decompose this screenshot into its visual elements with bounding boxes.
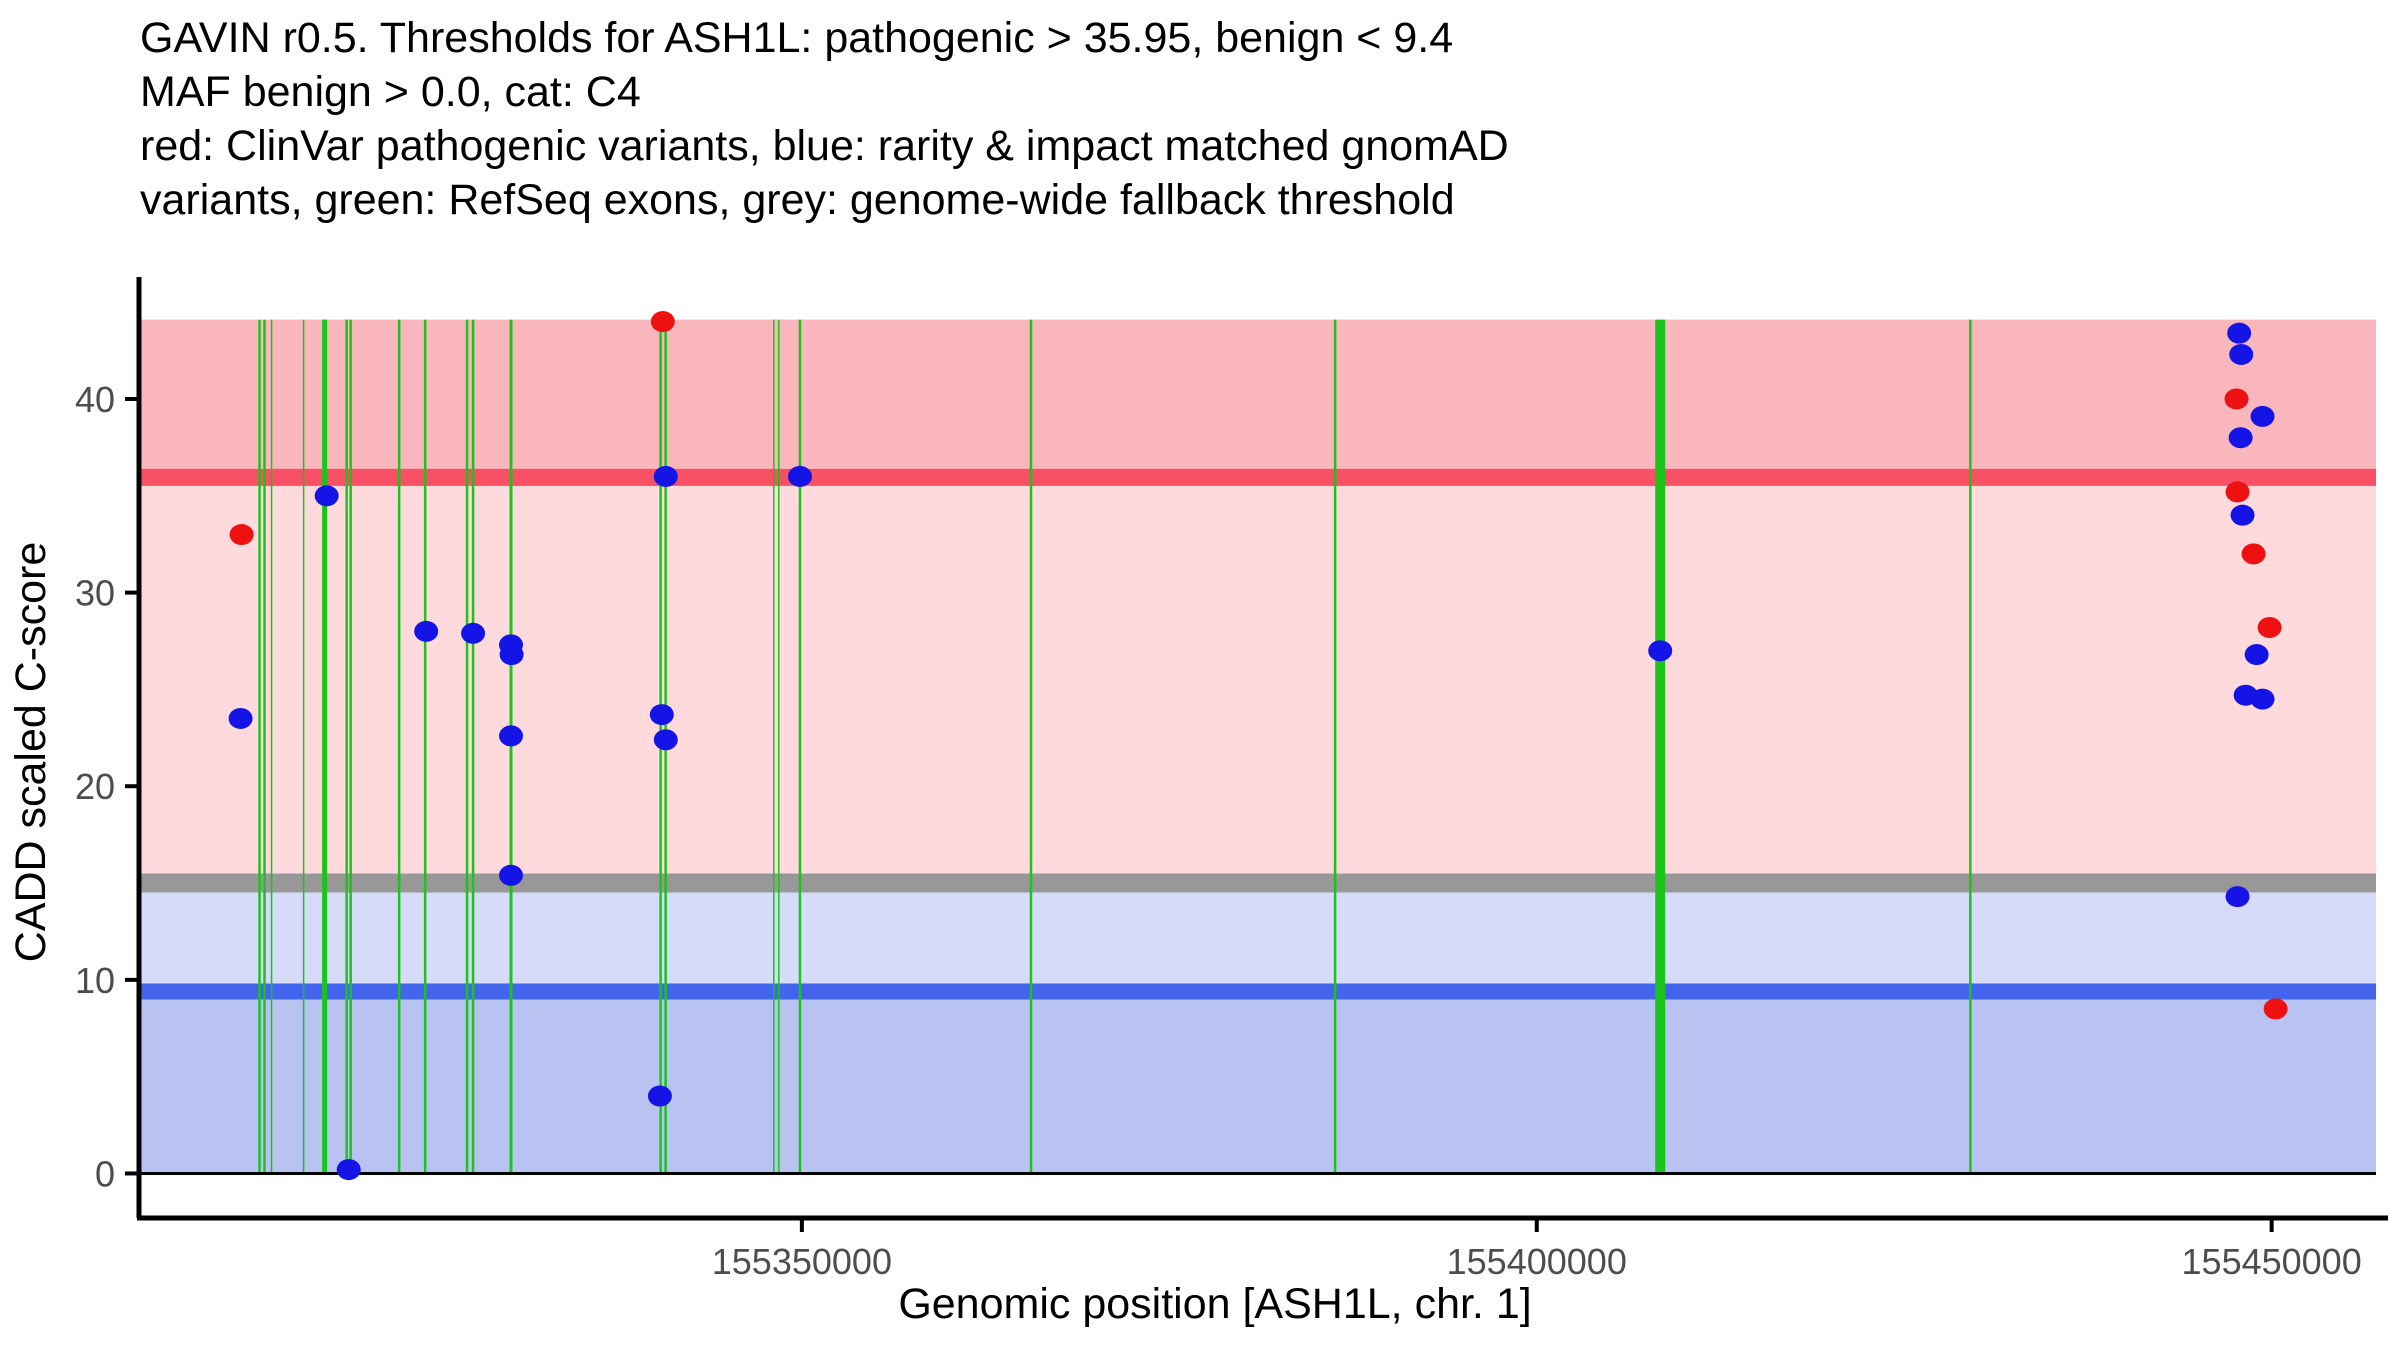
x-tick-label: 155400000	[1447, 1241, 1627, 1282]
gnomad-matched-point	[314, 485, 339, 507]
y-tick-label: 40	[75, 379, 115, 420]
variant-points-layer	[228, 311, 2288, 1181]
clinvar-pathogenic-point	[2257, 616, 2282, 638]
clinvar-pathogenic-point	[2263, 998, 2288, 1020]
threshold-regions-layer	[139, 319, 2376, 1174]
gnomad-matched-point	[499, 864, 524, 886]
gnomad-matched-point	[336, 1159, 361, 1181]
clinvar-pathogenic-point	[229, 524, 254, 546]
y-tick-label: 10	[75, 960, 115, 1001]
gnomad-matched-point	[2230, 504, 2255, 526]
gnomad-matched-point	[2244, 644, 2269, 666]
gnomad-matched-point	[228, 707, 253, 729]
gnomad-matched-point	[647, 1085, 672, 1107]
gnomad-matched-point	[649, 704, 674, 726]
gnomad-matched-point	[2250, 688, 2275, 710]
clinvar-pathogenic-point	[2241, 543, 2266, 565]
exon-lines-layer	[258, 319, 1972, 1174]
gnomad-matched-point	[653, 465, 678, 487]
gnomad-matched-point	[2227, 322, 2252, 344]
region-pathogenic-zone	[139, 319, 2376, 478]
gnomad-matched-point	[787, 465, 812, 487]
plot-title-line-1: GAVIN r0.5. Thresholds for ASH1L: pathog…	[140, 14, 1453, 62]
clinvar-pathogenic-point	[650, 311, 675, 333]
plot-title-line-3: red: ClinVar pathogenic variants, blue: …	[140, 122, 1509, 170]
gnomad-matched-point	[2225, 886, 2250, 908]
x-tick-label: 155450000	[2182, 1241, 2362, 1282]
plot-title-line-2: MAF benign > 0.0, cat: C4	[140, 68, 641, 116]
y-tick-label: 20	[75, 766, 115, 807]
clinvar-pathogenic-point	[2224, 388, 2249, 410]
axes-layer: 0 10 20 30 40 155350000 155400000 155450000	[75, 277, 2388, 1282]
region-vus-lower-zone	[139, 883, 2376, 992]
gnomad-matched-point	[2228, 427, 2253, 449]
x-axis-title: Genomic position [ASH1L, chr. 1]	[898, 1280, 1531, 1328]
region-vus-upper-zone	[139, 477, 2376, 884]
gnomad-matched-point	[414, 620, 439, 642]
y-axis-title: CADD scaled C-score	[7, 542, 55, 963]
gnomad-matched-point	[1648, 640, 1673, 662]
clinvar-pathogenic-point	[2225, 481, 2250, 503]
gnomad-matched-point	[653, 729, 678, 751]
plot-title-line-4: variants, green: RefSeq exons, grey: gen…	[140, 176, 1455, 224]
x-tick-label: 155350000	[712, 1241, 892, 1282]
gnomad-matched-point	[2229, 343, 2254, 365]
y-tick-label: 30	[75, 573, 115, 614]
gnomad-matched-point	[499, 725, 524, 747]
y-tick-label: 0	[95, 1153, 115, 1194]
gnomad-matched-point	[2250, 405, 2275, 427]
region-benign-zone	[139, 991, 2376, 1174]
gnomad-matched-point	[499, 644, 524, 666]
gnomad-matched-point	[461, 622, 486, 644]
